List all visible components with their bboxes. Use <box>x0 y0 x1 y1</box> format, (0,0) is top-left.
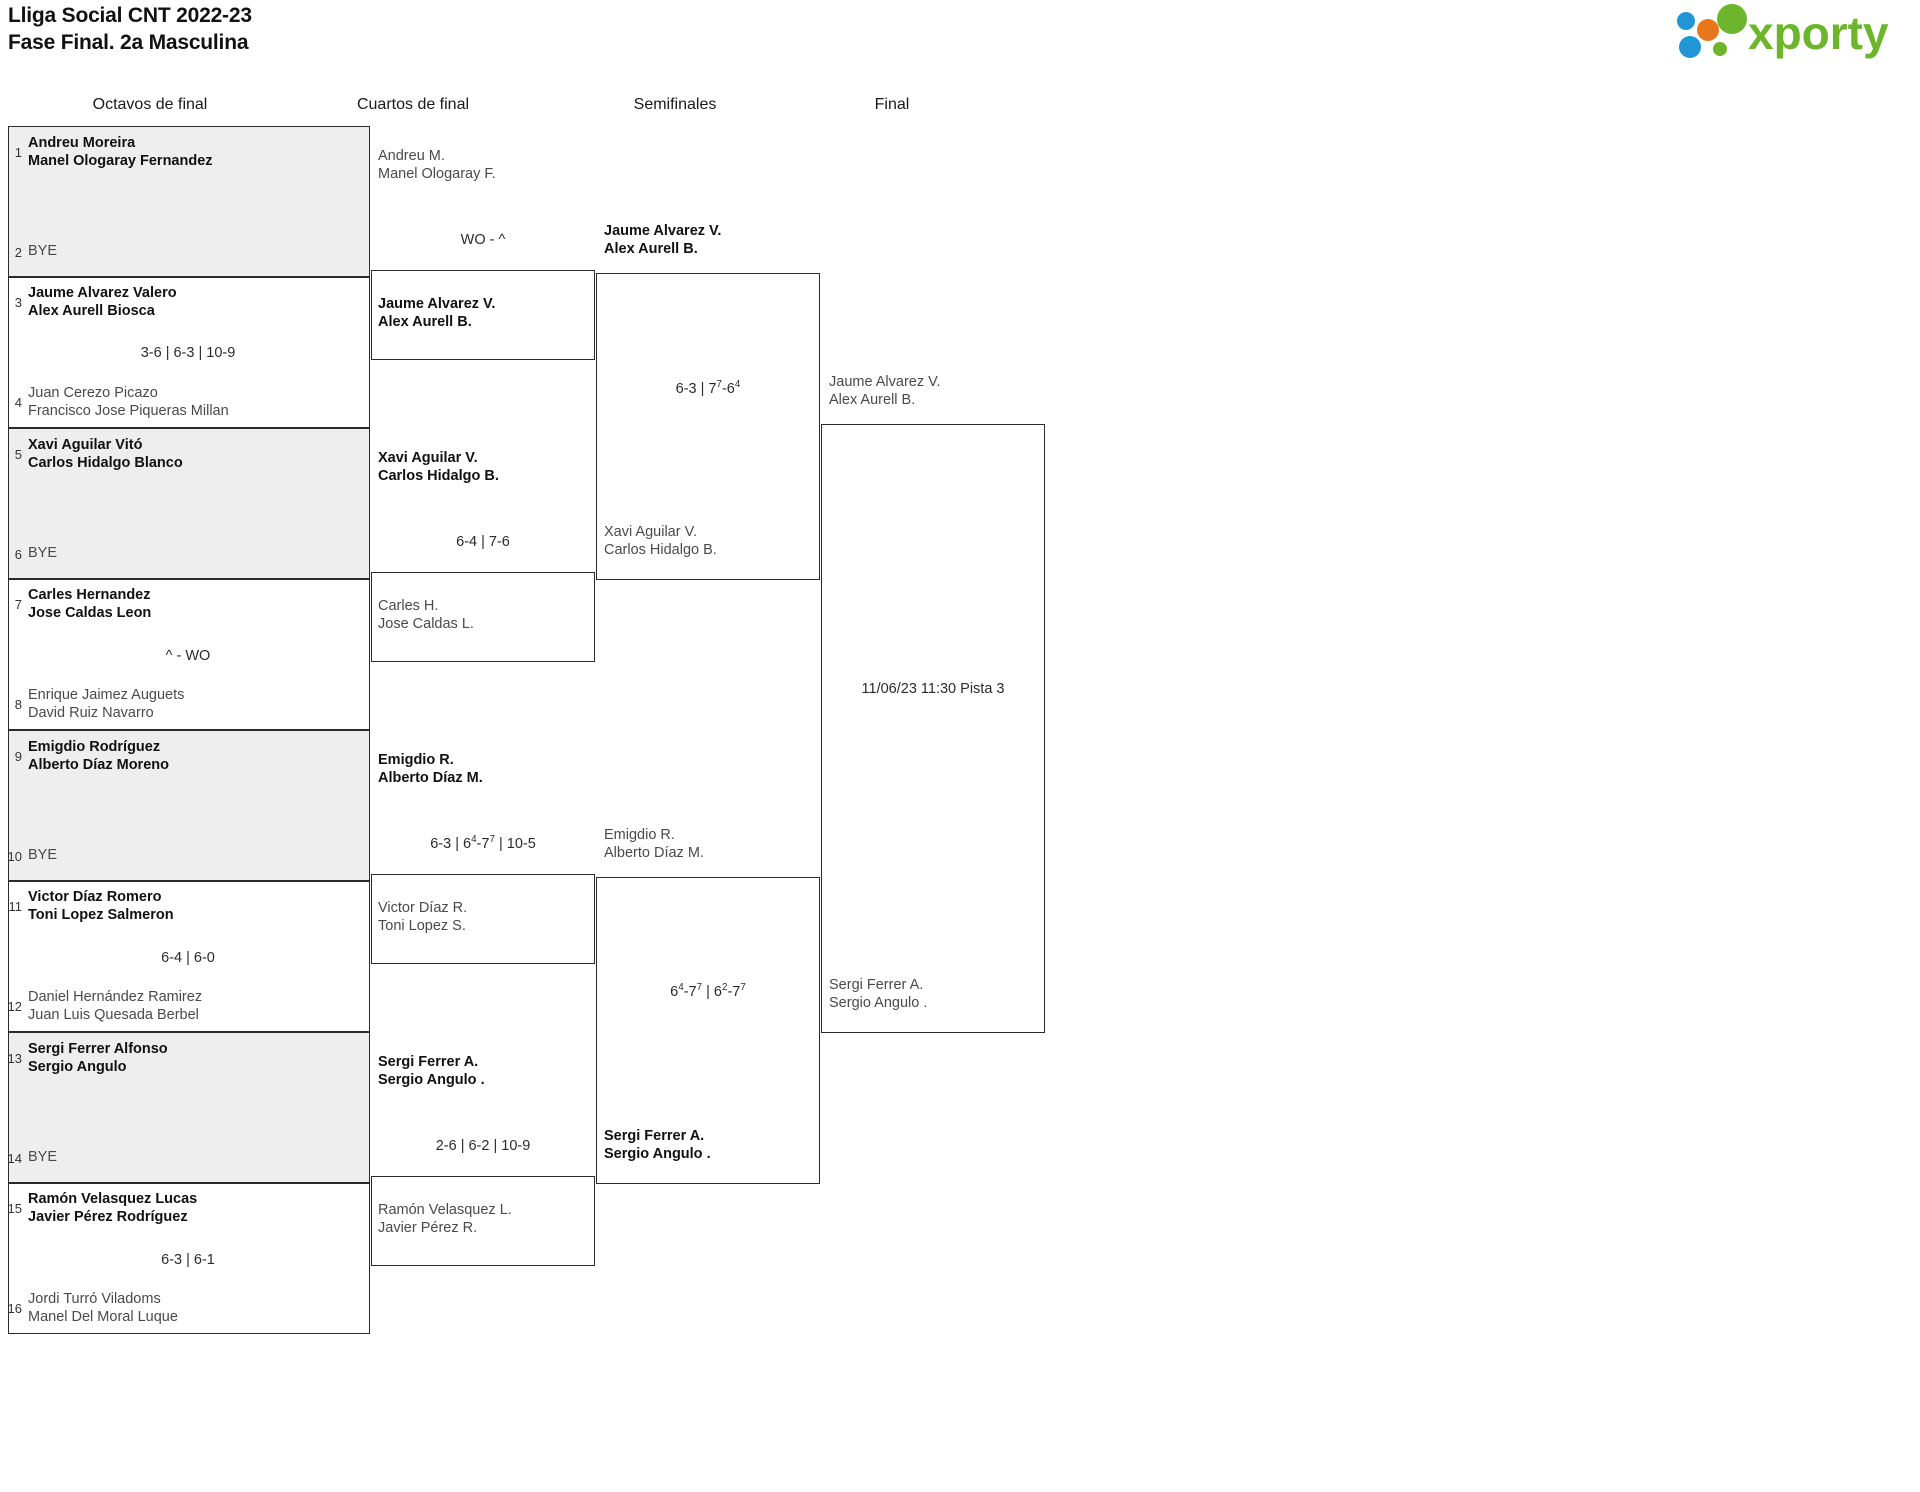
team-qf-4-top: Sergi Ferrer A. Sergio Angulo . <box>378 1054 485 1088</box>
team-r16-7-top: Sergi Ferrer Alfonso Sergio Angulo <box>28 1041 168 1075</box>
round-header-semifinales: Semifinales <box>633 96 717 113</box>
title-line-2: Fase Final. 2a Masculina <box>8 31 249 54</box>
round-header-final: Final <box>874 96 910 113</box>
team-qf-3-bottom: Victor Díaz R. Toni Lopez S. <box>378 900 468 934</box>
seed-number: 4 <box>14 395 22 410</box>
match-box-r16-3[interactable] <box>8 428 370 579</box>
seed-number: 9 <box>14 749 22 764</box>
match-box-qf-1[interactable] <box>371 270 595 360</box>
match-box-r16-2[interactable] <box>8 277 370 428</box>
seed-number: 5 <box>14 447 22 462</box>
team-r16-2-bottom: Juan Cerezo Picazo Francisco Jose Piquer… <box>28 385 229 419</box>
score-qf-4: 2-6 | 6-2 | 10-9 <box>435 1138 531 1154</box>
score-sf-1: 6-3 | 77-64 <box>675 379 741 397</box>
seed-number: 12 <box>7 999 22 1014</box>
team-r16-5-top: Emigdio Rodríguez Alberto Díaz Moreno <box>28 739 169 773</box>
team-sf-2-bottom: Sergi Ferrer A. Sergio Angulo . <box>604 1128 711 1162</box>
team-qf-3-top: Emigdio R. Alberto Díaz M. <box>378 752 483 786</box>
team-r16-8-bottom: Jordi Turró Viladoms Manel Del Moral Luq… <box>28 1291 178 1325</box>
score-r16-8: 6-3 | 6-1 <box>161 1252 215 1268</box>
match-box-r16-1[interactable] <box>8 126 370 277</box>
seed-number: 8 <box>14 697 22 712</box>
team-r16-1-top: Andreu Moreira Manel Ologaray Fernandez <box>28 135 213 169</box>
page-title: Lliga Social CNT 2022-23 Fase Final. 2a … <box>8 2 252 56</box>
seed-number: 11 <box>8 899 23 914</box>
team-r16-6-top: Victor Díaz Romero Toni Lopez Salmeron <box>28 889 174 923</box>
match-box-sf-1[interactable] <box>596 273 820 580</box>
logo-dot-green-small <box>1713 42 1727 56</box>
match-box-r16-7[interactable] <box>8 1032 370 1183</box>
seed-number: 2 <box>14 245 22 260</box>
logo-dot-blue-bottom <box>1679 36 1701 58</box>
team-r16-3-top: Xavi Aguilar Vitó Carlos Hidalgo Blanco <box>28 437 183 471</box>
seed-number: 7 <box>14 597 22 612</box>
round-header-octavos: Octavos de final <box>92 96 208 113</box>
title-line-1: Lliga Social CNT 2022-23 <box>8 4 252 27</box>
seed-number: 10 <box>7 849 22 864</box>
score-qf-2: 6-4 | 7-6 <box>456 534 510 550</box>
team-sf-2-top: Emigdio R. Alberto Díaz M. <box>604 827 704 861</box>
team-r16-7-bottom: BYE <box>28 1149 58 1165</box>
seed-number: 1 <box>14 145 22 160</box>
match-box-qf-2[interactable] <box>371 572 595 662</box>
team-qf-2-top: Xavi Aguilar V. Carlos Hidalgo B. <box>378 450 499 484</box>
logo-dot-green-big <box>1717 4 1747 34</box>
final-schedule: 11/06/23 11:30 Pista 3 <box>861 681 1005 697</box>
seed-number: 15 <box>7 1201 22 1216</box>
seed-number: 13 <box>7 1051 22 1066</box>
score-r16-6: 6-4 | 6-0 <box>161 950 215 966</box>
team-r16-4-top: Carles Hernandez Jose Caldas Leon <box>28 587 152 621</box>
match-box-sf-2[interactable] <box>596 877 820 1184</box>
score-r16-2: 3-6 | 6-3 | 10-9 <box>140 345 236 361</box>
score-sf-2: 64-77 | 62-77 <box>670 982 746 1000</box>
score-r16-4: ^ - WO <box>165 648 211 664</box>
round-header-cuartos: Cuartos de final <box>356 96 470 113</box>
score-qf-1: WO - ^ <box>460 232 506 248</box>
team-final-top: Jaume Alvarez V. Alex Aurell B. <box>829 374 941 408</box>
team-r16-3-bottom: BYE <box>28 545 58 561</box>
score-qf-3: 6-3 | 64-77 | 10-5 <box>430 834 536 852</box>
logo-dot-blue-top <box>1677 12 1695 30</box>
match-box-r16-6[interactable] <box>8 881 370 1032</box>
team-qf-1-bottom: Jaume Alvarez V. Alex Aurell B. <box>378 296 496 330</box>
team-qf-1-top: Andreu M. Manel Ologaray F. <box>378 148 496 182</box>
seed-number: 3 <box>14 295 22 310</box>
match-box-r16-4[interactable] <box>8 579 370 730</box>
team-sf-1-top: Jaume Alvarez V. Alex Aurell B. <box>604 223 722 257</box>
team-r16-2-top: Jaume Alvarez Valero Alex Aurell Biosca <box>28 285 177 319</box>
seed-number: 6 <box>14 547 22 562</box>
team-qf-4-bottom: Ramón Velasquez L. Javier Pérez R. <box>378 1202 512 1236</box>
seed-number: 14 <box>7 1151 22 1166</box>
seed-number: 16 <box>7 1301 22 1316</box>
match-box-r16-5[interactable] <box>8 730 370 881</box>
logo-dot-orange <box>1697 19 1719 41</box>
team-r16-4-bottom: Enrique Jaimez Auguets David Ruiz Navarr… <box>28 687 185 721</box>
match-box-r16-8[interactable] <box>8 1183 370 1334</box>
match-box-final[interactable] <box>821 424 1045 1033</box>
match-box-qf-4[interactable] <box>371 1176 595 1266</box>
team-sf-1-bottom: Xavi Aguilar V. Carlos Hidalgo B. <box>604 524 717 558</box>
team-r16-8-top: Ramón Velasquez Lucas Javier Pérez Rodrí… <box>28 1191 198 1225</box>
team-r16-1-bottom: BYE <box>28 243 58 259</box>
team-r16-5-bottom: BYE <box>28 847 58 863</box>
logo-wordmark: xporty <box>1748 7 1889 59</box>
team-r16-6-bottom: Daniel Hernández Ramirez Juan Luis Quesa… <box>28 989 203 1023</box>
team-final-bottom: Sergi Ferrer A. Sergio Angulo . <box>829 977 928 1011</box>
xporty-logo: xporty <box>1668 4 1908 60</box>
team-qf-2-bottom: Carles H. Jose Caldas L. <box>378 598 474 632</box>
match-box-qf-3[interactable] <box>371 874 595 964</box>
